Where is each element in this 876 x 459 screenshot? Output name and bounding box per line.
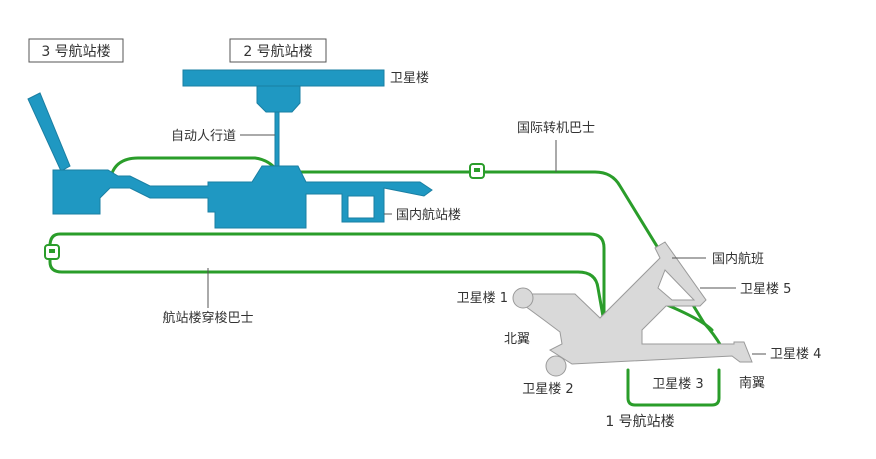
- domestic-terminal-label: 国内航站楼: [396, 207, 461, 223]
- terminal-2-satellite-label: 卫星楼: [390, 71, 429, 86]
- satellite-5-inner: [657, 269, 696, 301]
- leader-lines: [207, 134, 766, 355]
- terminal-3-box: [28, 38, 124, 63]
- terminal-3-pier: [27, 92, 71, 172]
- terminal-2-label: 2 号航站楼: [243, 44, 312, 60]
- satellite-3-bus-route: [626, 368, 721, 407]
- international-bus-label: 国际转机巴士: [517, 121, 595, 136]
- terminal-2-satellite-stem: [256, 85, 301, 113]
- satellite-5-label: 卫星楼 5: [740, 282, 791, 297]
- domestic-flights-label: 国内航班: [712, 251, 764, 267]
- south-wing-label: 南翼: [739, 375, 765, 391]
- inter-terminal-shuttle-route: [48, 232, 606, 324]
- terminal-2-box: [229, 38, 327, 63]
- satellite-3-label: 卫星楼 3: [652, 377, 703, 392]
- north-wing-label: 北翼: [504, 332, 530, 347]
- terminal-2-3-complex: [27, 69, 433, 229]
- domestic-terminal-notch: [347, 195, 375, 219]
- satellite-1-label: 卫星楼 1: [457, 291, 508, 306]
- terminal-3-label: 3 号航站楼: [41, 44, 110, 60]
- terminal-3-building: [52, 165, 433, 229]
- inter-terminal-bus-label: 航站楼穿梭巴士: [162, 310, 253, 326]
- terminal-1-main: [524, 241, 753, 365]
- terminal-2-satellite-bar: [182, 69, 385, 87]
- people-mover-label: 自动人行道: [171, 129, 236, 144]
- terminal-1-complex: [512, 241, 753, 377]
- bus-icon: [44, 244, 60, 260]
- terminal-1-label: 1 号航站楼: [605, 414, 674, 430]
- satellite-2-circle: [545, 355, 567, 377]
- satellite-4-label: 卫星楼 4: [770, 347, 821, 362]
- satellite-2-label: 卫星楼 2: [522, 382, 573, 397]
- satellite-1-circle: [512, 287, 534, 309]
- people-mover-corridor: [274, 111, 280, 167]
- bus-icon: [469, 163, 485, 179]
